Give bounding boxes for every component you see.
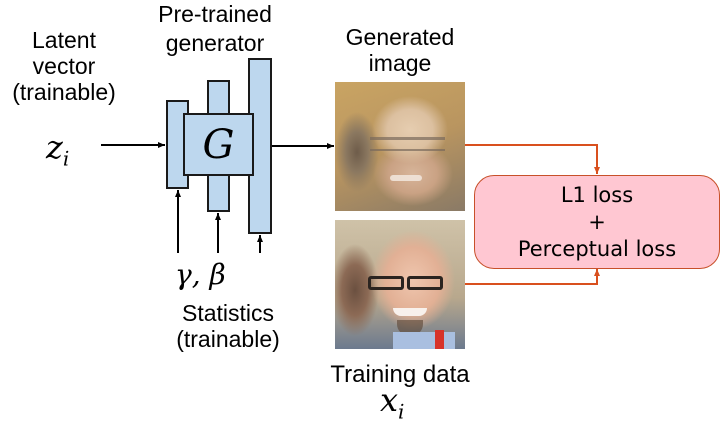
- statistics-label-line2: (trainable): [176, 326, 280, 352]
- generated-image-label: Generated image: [320, 24, 480, 76]
- statistics-label: Statistics (trainable): [158, 300, 298, 352]
- training-symbol-subscript: i: [398, 399, 405, 423]
- latent-symbol: zi: [46, 128, 69, 170]
- generator-core-box: G: [183, 113, 254, 176]
- training-symbol: xi: [380, 381, 404, 423]
- latent-label-line1: Latent: [32, 27, 96, 53]
- training-data-label: Training data: [330, 361, 470, 388]
- loss-line-plus: +: [588, 209, 606, 234]
- latent-label-line2: vector: [32, 53, 96, 79]
- latent-label-line3: (trainable): [12, 79, 116, 105]
- statistics-label-line1: Statistics: [181, 300, 275, 326]
- generator-title-line1: Pre-trained: [158, 1, 272, 27]
- statistics-symbol: γ, β: [175, 258, 226, 291]
- loss-box: L1 loss + Perceptual loss: [474, 175, 720, 269]
- training-to-loss-arrow: [465, 269, 600, 285]
- loss-line-l1: L1 loss: [560, 182, 634, 207]
- generator-title-line2: generator: [165, 30, 265, 56]
- latent-symbol-subscript: i: [62, 146, 70, 171]
- training-image: [335, 220, 465, 349]
- training-symbol-x: x: [380, 381, 399, 419]
- loss-line-perceptual: Perceptual loss: [517, 236, 677, 261]
- generator-symbol: G: [202, 121, 235, 168]
- generated-to-loss-arrow: [465, 144, 600, 174]
- latent-symbol-z: z: [46, 128, 63, 166]
- generated-label-line2: image: [368, 50, 432, 76]
- generated-label-line1: Generated: [345, 24, 455, 50]
- latent-vector-label: Latent vector (trainable): [0, 27, 128, 105]
- generator-title: Pre-trained generator: [140, 0, 290, 58]
- generated-image: [335, 82, 465, 211]
